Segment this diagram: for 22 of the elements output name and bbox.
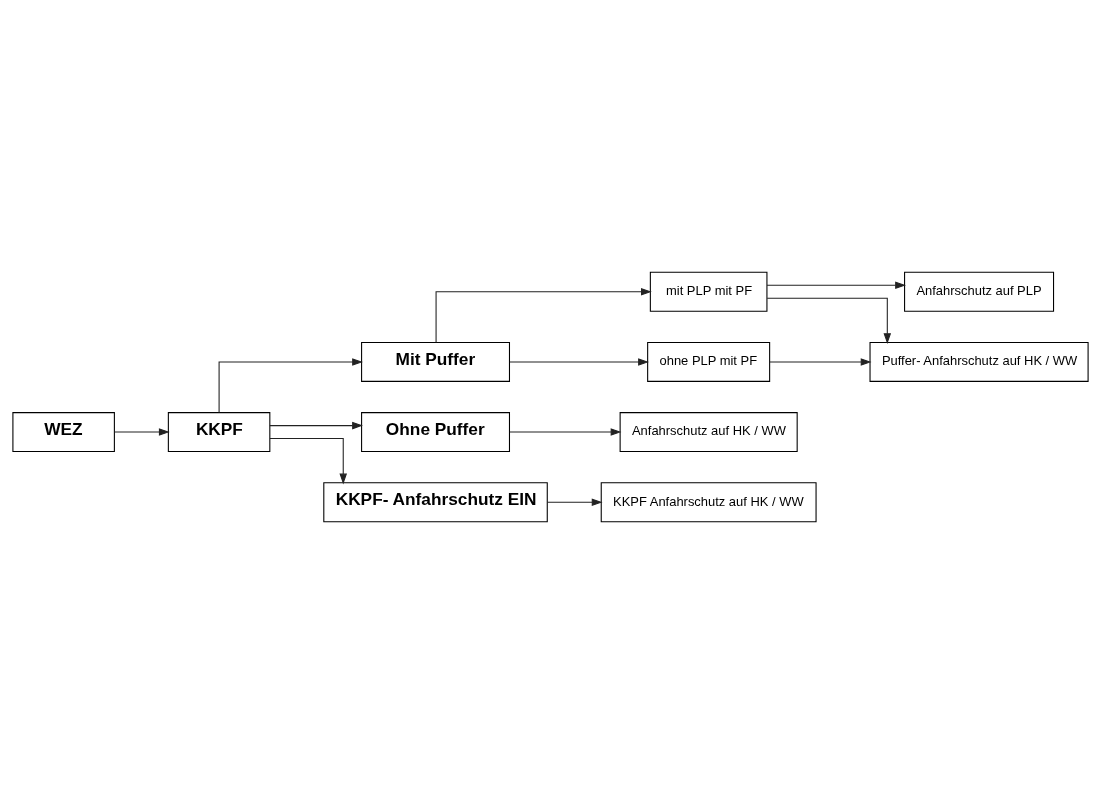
arrow xyxy=(435,287,652,343)
arrow xyxy=(269,438,348,485)
node-box: Puffer- Anfahrschutz auf HK / WW xyxy=(869,341,1089,382)
node-box: WEZ xyxy=(12,412,115,453)
node-box: KKPF xyxy=(167,412,271,453)
node-box: KKPF- Anfahrschutz EIN xyxy=(323,482,548,523)
arrow xyxy=(269,421,363,430)
node-box: Ohne Puffer xyxy=(361,412,511,453)
arrow xyxy=(766,281,906,290)
arrow xyxy=(509,358,649,366)
node-box: Anfahrschutz auf PLP xyxy=(904,271,1055,312)
arrow xyxy=(766,297,892,345)
arrow xyxy=(546,498,603,507)
node-box: KKPF Anfahrschutz auf HK / WW xyxy=(600,482,817,523)
arrow xyxy=(218,358,363,414)
node-box: Anfahrschutz auf HK / WW xyxy=(619,412,798,453)
node-box: ohne PLP mit PF xyxy=(647,341,771,382)
node-box: Mit Puffer xyxy=(361,341,511,382)
arrow xyxy=(769,358,872,366)
arrow xyxy=(509,428,622,436)
node-box: mit PLP mit PF xyxy=(649,271,768,312)
arrow xyxy=(114,428,170,436)
